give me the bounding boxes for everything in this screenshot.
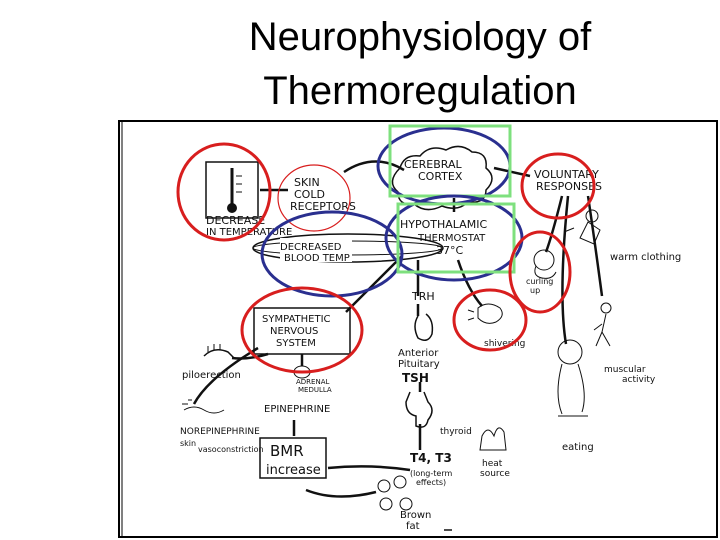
eating-figure [557, 339, 588, 417]
green-box-hypothal [396, 202, 516, 274]
curling-up-figure [533, 249, 557, 279]
cerebral-label-2: CORTEX [418, 170, 463, 183]
arrow-brownfat-to-bmr [305, 488, 377, 498]
skin-vaso-label-1: skin [180, 439, 196, 448]
red-circle-curling [508, 230, 572, 314]
bmr-label-2: increase [266, 463, 321, 478]
heat-source-icon [479, 427, 507, 451]
piloerection-icon [203, 344, 235, 359]
highlight-annotations [176, 124, 596, 374]
epinephrine-label: EPINEPHRINE [264, 404, 330, 415]
skin-label-2: COLD [294, 188, 325, 201]
norepinephrine-label: NOREPINEPHRINE [180, 427, 260, 437]
curling-label-1: curling [526, 277, 553, 286]
thermometer-icon [205, 161, 259, 219]
bmr-box [259, 437, 327, 479]
arrow-symp-to-vessel [192, 346, 259, 405]
muscular-activity-figure [593, 302, 612, 347]
blood-temp-label-1: DECREASED [280, 242, 342, 253]
hypothalamic-label-3: 37°C [436, 244, 463, 257]
thermoregulation-diagram: DECREASE IN TEMPERATURE SKIN COLD RECEPT… [118, 120, 718, 538]
adrenal-label-2: MEDULLA [298, 386, 332, 394]
skin-label-3: RECEPTORS [290, 200, 356, 213]
sympathetic-label-2: NERVOUS [270, 326, 318, 337]
sympathetic-label-1: SYMPATHETIC [262, 314, 331, 325]
heat-label-2: source [480, 469, 510, 479]
blood-temp-label-2: BLOOD TEMP [284, 253, 350, 264]
shivering-figure [467, 303, 503, 324]
trh-label: TRH [411, 290, 435, 303]
decrease-label-1: DECREASE [206, 214, 265, 227]
sympathetic-label-3: SYSTEM [276, 338, 316, 349]
heat-label-1: heat [482, 459, 503, 469]
red-circle-shivering [452, 288, 528, 352]
blue-circle-blood [260, 210, 404, 298]
arrow-hypothal-to-shiver [456, 259, 483, 307]
brown-fat-label-2: fat [406, 521, 420, 532]
title-line-2: Thermoregulation [263, 69, 577, 113]
skin-vaso-label-2: vasoconstriction [198, 445, 264, 454]
red-circle-thermometer [176, 142, 272, 242]
arrow-voluntary-to-muscle [586, 195, 604, 297]
thyroid-icon [405, 391, 433, 428]
eating-label: eating [562, 442, 594, 453]
long-term-label-2: effects) [416, 478, 446, 487]
brown-fat-icon [377, 475, 413, 511]
arrow-hypothal-to-symp [345, 255, 403, 313]
slide-title: Neurophysiology of Thermoregulation [160, 10, 680, 118]
arrow-symp-to-pilo [231, 352, 269, 360]
pituitary-icon [414, 313, 434, 341]
diagram-frame [118, 120, 718, 538]
cerebral-label-1: CEREBRAL [404, 158, 462, 171]
brown-fat-label-1: Brown [400, 510, 431, 521]
red-circle-sympathetic [240, 286, 364, 374]
hypothalamic-label-1: HYPOTHALAMIC [400, 218, 487, 231]
arrow-voluntary-to-curl [544, 195, 564, 253]
long-term-label-1: (long-term [410, 469, 452, 478]
warm-clothing-label: warm clothing [610, 252, 681, 263]
title-line-1: Neurophysiology of [248, 15, 592, 59]
thyroid-label: thyroid [440, 427, 472, 437]
arrow-skin-to-cortex [343, 160, 405, 174]
arrow-t4-to-bmr [327, 465, 411, 472]
curling-label-2: up [530, 286, 540, 295]
t4-t3-label: T4, T3 [410, 451, 452, 465]
tsh-label: TSH [402, 371, 429, 385]
muscular-label-1: muscular [604, 365, 646, 375]
pituitary-label-1: Anterior [398, 348, 439, 359]
adrenal-label-1: ADRENAL [296, 378, 329, 386]
skin-label-1: SKIN [294, 176, 320, 189]
voluntary-label-2: RESPONSES [536, 180, 602, 193]
vessel-constrict-icon [182, 399, 225, 414]
bmr-label-1: BMR [270, 442, 304, 460]
muscular-label-2: activity [622, 375, 656, 385]
piloerection-label: piloerection [182, 370, 241, 381]
hypothalamic-label-2: THERMOSTAT [417, 233, 486, 244]
voluntary-label-1: VOLUNTARY [534, 168, 599, 181]
red-circle-voluntary [520, 152, 596, 220]
red-circle-skin [277, 164, 351, 232]
shivering-label: shivering [484, 339, 525, 349]
pituitary-label-2: Pituitary [398, 359, 440, 370]
